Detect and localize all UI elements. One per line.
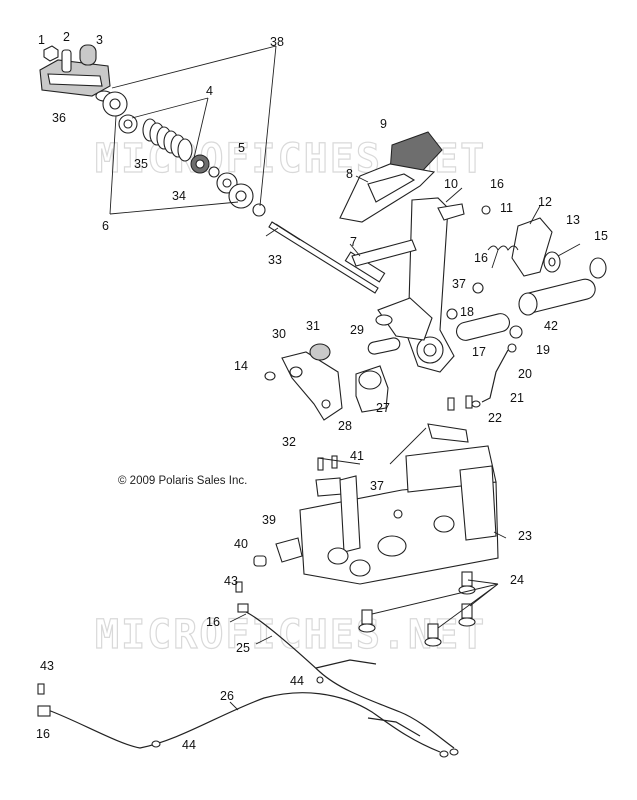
- callout-6: 6: [102, 219, 109, 233]
- bolt-part-40: [253, 555, 267, 567]
- callout-13: 13: [566, 213, 580, 227]
- callout-30: 30: [272, 327, 286, 341]
- spring-part-35: [142, 118, 193, 162]
- pin-part-2: [61, 49, 72, 73]
- callout-22: 22: [488, 411, 502, 425]
- callout-23: 23: [518, 529, 532, 543]
- callout-21: 21: [510, 391, 524, 405]
- callout-35: 35: [134, 157, 148, 171]
- sleeve-bolt-part-15: [518, 257, 607, 316]
- callout-39: 39: [262, 513, 276, 527]
- callout-36: 36: [52, 111, 66, 125]
- cables-group: [37, 581, 459, 758]
- callout-24: 24: [510, 573, 524, 587]
- bracket-part-12: [511, 217, 553, 277]
- callout-37b: 37: [370, 479, 384, 493]
- callout-43b: 43: [40, 659, 54, 673]
- pedal-assembly: [339, 131, 607, 411]
- callout-16a: 16: [490, 177, 504, 191]
- callout-3: 3: [96, 33, 103, 47]
- callout-32: 32: [282, 435, 296, 449]
- callout-11: 11: [500, 201, 513, 215]
- callout-37a: 37: [452, 277, 466, 291]
- callout-19: 19: [536, 343, 550, 357]
- callout-34: 34: [172, 189, 186, 203]
- callout-20: 20: [518, 367, 532, 381]
- bushing-part-3: [79, 44, 97, 66]
- callout-16d: 16: [36, 727, 50, 741]
- callout-14: 14: [234, 359, 248, 373]
- callout-42: 42: [544, 319, 558, 333]
- bolts-part-24: [358, 571, 476, 647]
- callout-numbers: 1 2 3 38 4 36 5 35 34 6 9 8 10 16 12 11 …: [36, 30, 608, 752]
- callout-7: 7: [350, 235, 357, 249]
- switch-part-32-upper: [427, 423, 469, 443]
- switch-group: [315, 423, 469, 497]
- tube-part-18: [455, 313, 511, 341]
- bellcrank-part-28: [281, 351, 343, 421]
- callout-40: 40: [234, 537, 248, 551]
- callout-38: 38: [270, 35, 284, 49]
- callout-28: 28: [338, 419, 352, 433]
- callout-2: 2: [63, 30, 70, 44]
- switch-part-32-lower: [315, 477, 343, 497]
- callout-10: 10: [444, 177, 458, 191]
- callout-5: 5: [238, 141, 245, 155]
- pivot-shaft-part-7: [351, 239, 417, 267]
- callout-29: 29: [350, 323, 364, 337]
- callout-33: 33: [268, 253, 282, 267]
- callout-1: 1: [38, 33, 45, 47]
- bracket-part-39: [275, 537, 303, 563]
- callout-26: 26: [220, 689, 234, 703]
- leader-lines: [109, 45, 581, 711]
- callout-31: 31: [306, 319, 320, 333]
- shift-linkage-group: [39, 44, 266, 217]
- watermark-bottom: MICROFICHES.NET: [95, 612, 486, 658]
- nut-part-1: [43, 45, 59, 62]
- gear-part-31: [309, 343, 331, 361]
- callout-41: 41: [350, 449, 364, 463]
- callout-43a: 43: [224, 574, 238, 588]
- cable-part-26: [47, 692, 441, 753]
- cable-part-25: [245, 611, 455, 749]
- callout-44a: 44: [290, 674, 304, 688]
- callout-16c: 16: [206, 615, 220, 629]
- callout-15: 15: [594, 229, 608, 243]
- callout-9: 9: [380, 117, 387, 131]
- pedal-mount-box-part-23: [299, 445, 499, 585]
- callout-18: 18: [460, 305, 474, 319]
- bellcrank-group: [264, 343, 389, 421]
- callout-44b: 44: [182, 738, 196, 752]
- callout-8: 8: [346, 167, 353, 181]
- callout-16b: 16: [474, 251, 488, 265]
- callout-17: 17: [472, 345, 486, 359]
- callout-12: 12: [538, 195, 552, 209]
- copyright-notice: © 2009 Polaris Sales Inc.: [118, 475, 247, 487]
- spring-part-11: [487, 245, 519, 269]
- pin-part-29: [367, 337, 401, 355]
- callout-4: 4: [206, 84, 213, 98]
- callout-27: 27: [376, 401, 390, 415]
- callout-25: 25: [236, 641, 250, 655]
